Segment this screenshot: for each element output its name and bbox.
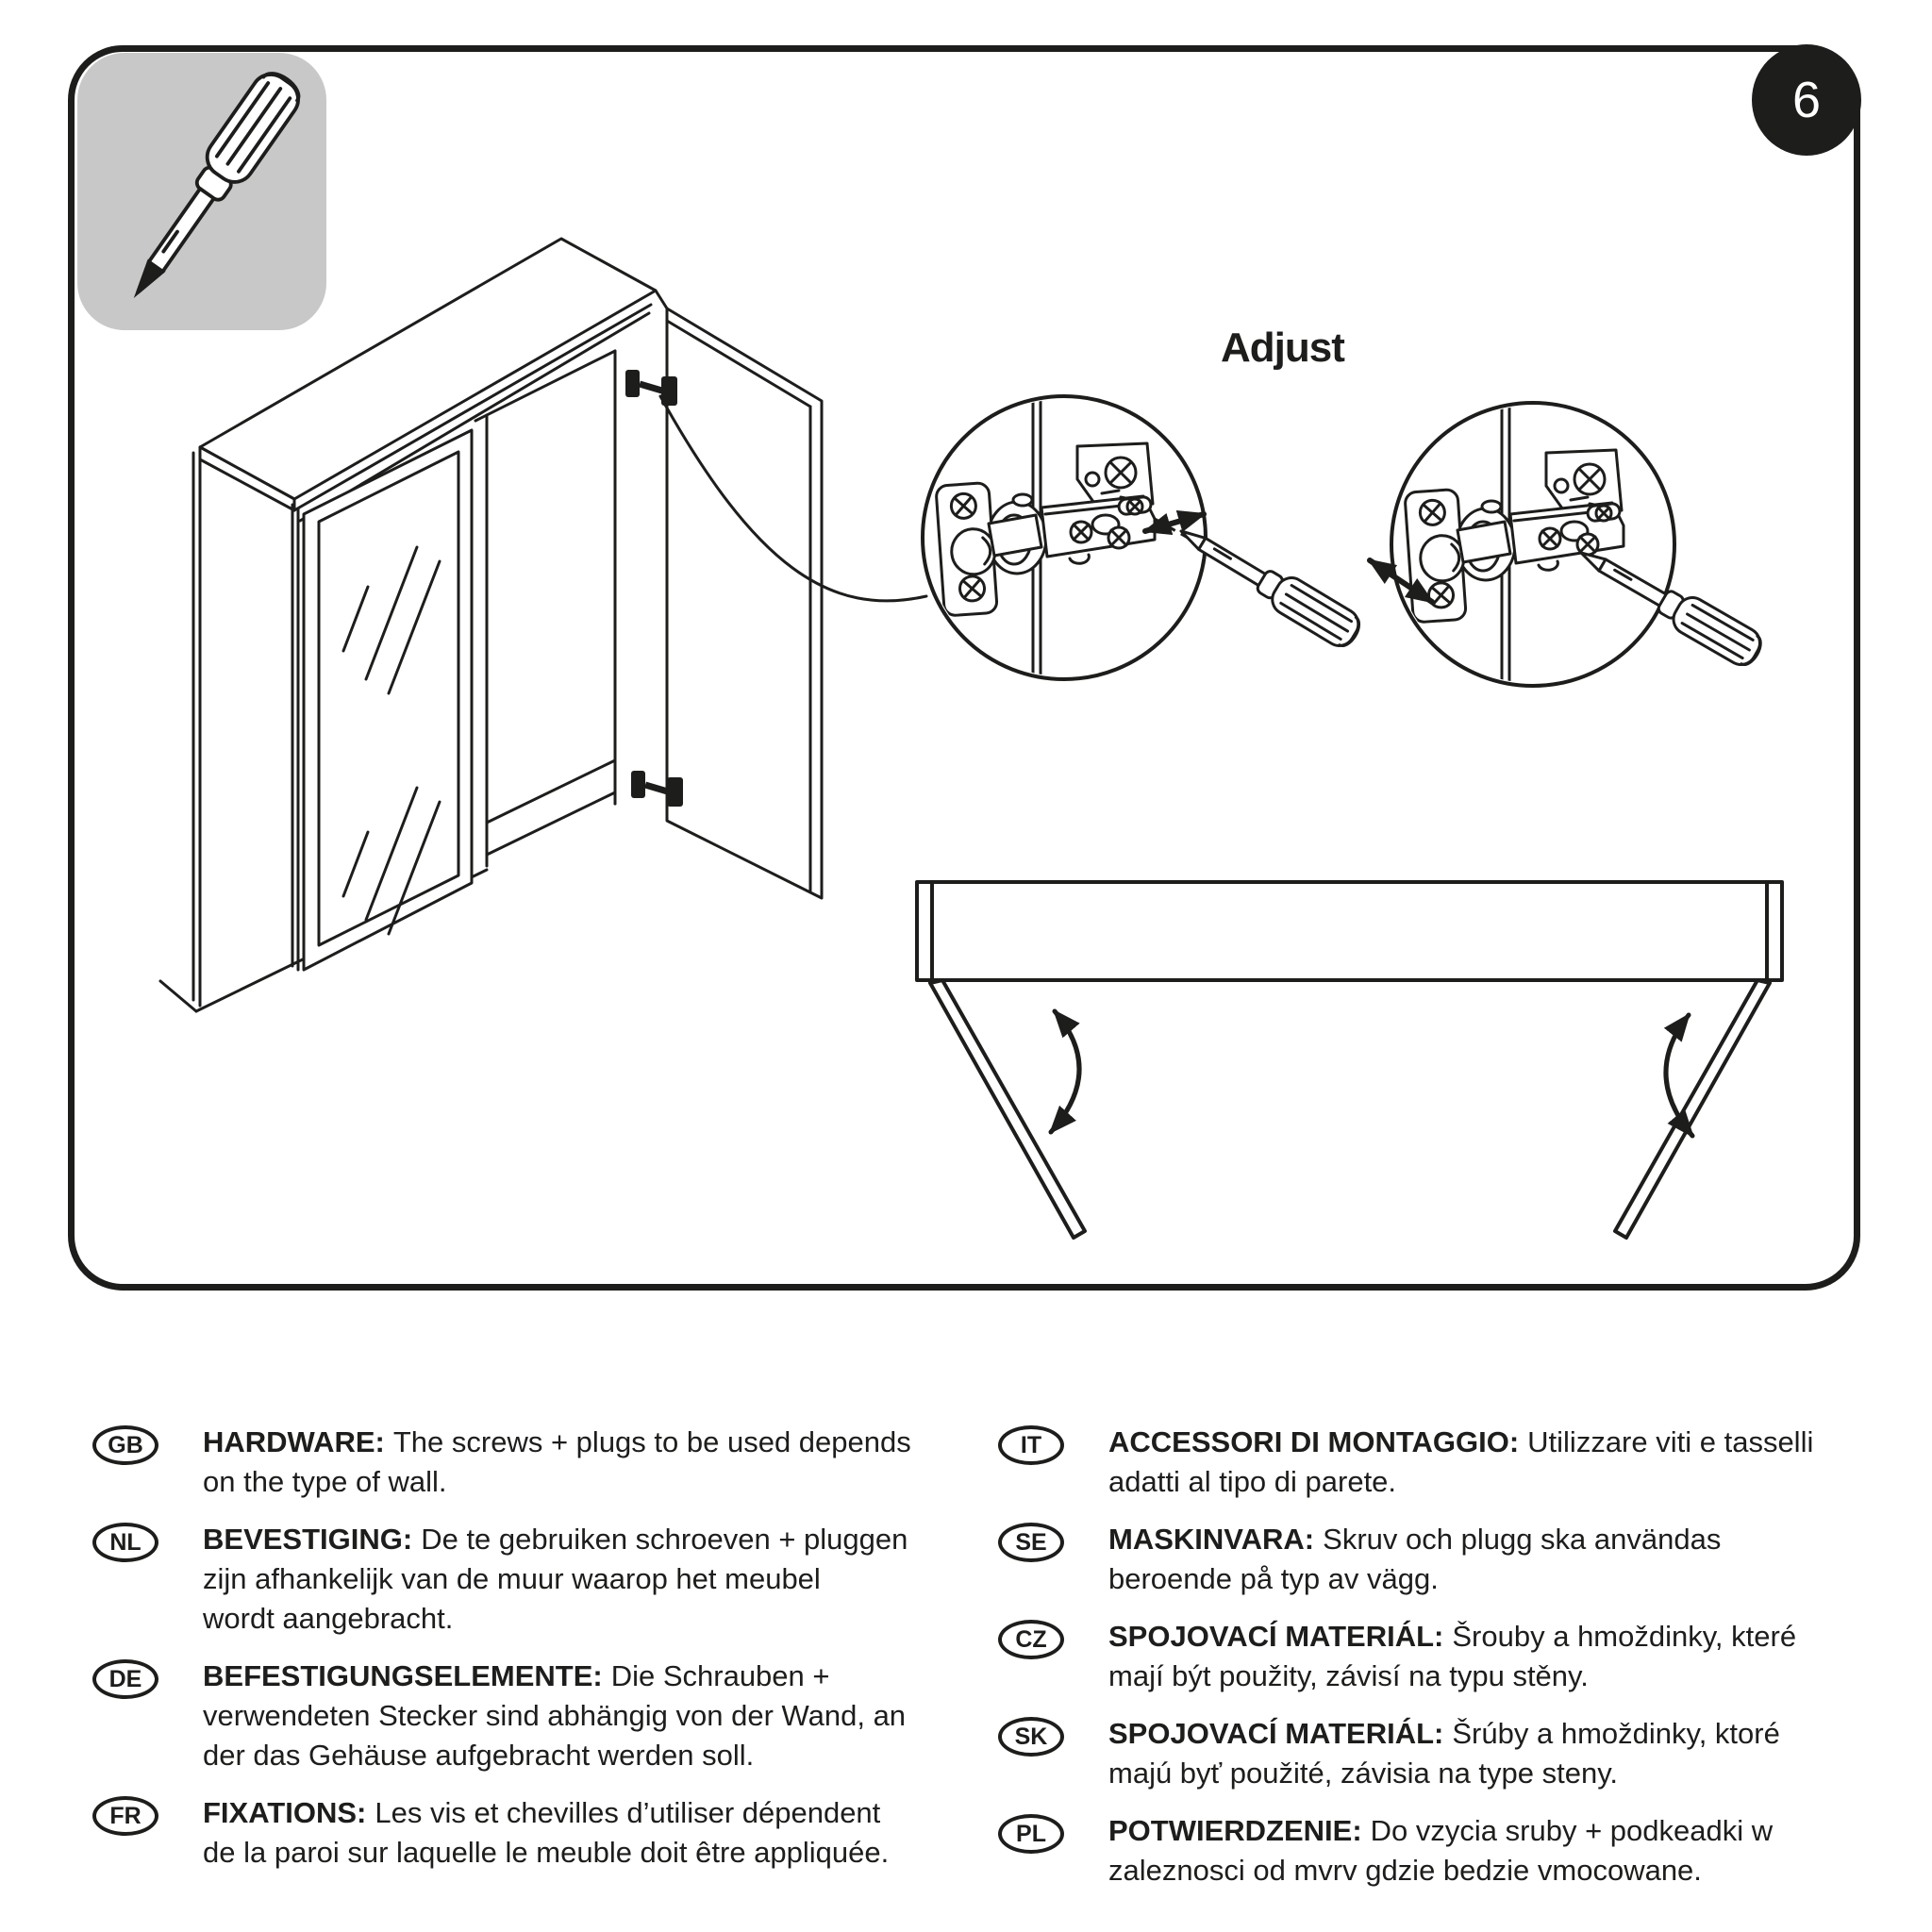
- language-body: HARDWARE:The screws + plugs to be used d…: [203, 1423, 911, 1502]
- language-code: IT: [1020, 1432, 1042, 1458]
- language-badge: IT: [998, 1425, 1064, 1465]
- language-text: De te gebruiken schroeven + pluggen zijn…: [203, 1523, 908, 1635]
- language-body: ACCESSORI DI MONTAGGIO:Utilizzare viti e…: [1108, 1423, 1813, 1502]
- language-text: Do vzycia sruby + podkeadki w zaleznosci…: [1108, 1814, 1774, 1887]
- language-label: BEVESTIGING:: [203, 1523, 413, 1556]
- language-label: FIXATIONS:: [203, 1796, 367, 1829]
- language-row-fr: FR FIXATIONS:Les vis et chevilles d’util…: [92, 1793, 923, 1873]
- language-label: ACCESSORI DI MONTAGGIO:: [1108, 1425, 1520, 1458]
- language-body: FIXATIONS:Les vis et chevilles d’utilise…: [203, 1793, 889, 1873]
- language-body: SPOJOVACÍ MATERIÁL:Šrúby a hmoždinky, kt…: [1108, 1714, 1780, 1793]
- language-row-se: SE MASKINVARA:Skruv och plugg ska använd…: [998, 1520, 1885, 1599]
- language-text: Skruv och plugg ska användas beroende på…: [1108, 1523, 1722, 1595]
- language-badge: SE: [998, 1523, 1064, 1562]
- language-row-de: DE BEFESTIGUNGSELEMENTE:Die Schrauben + …: [92, 1657, 923, 1775]
- step-number: 6: [1791, 72, 1822, 128]
- language-badge: FR: [92, 1796, 158, 1836]
- language-badge: SK: [998, 1717, 1064, 1757]
- language-label: SPOJOVACÍ MATERIÁL:: [1108, 1620, 1444, 1653]
- language-body: POTWIERDZENIE:Do vzycia sruby + podkeadk…: [1108, 1811, 1773, 1890]
- language-body: BEVESTIGING:De te gebruiken schroeven + …: [203, 1520, 908, 1639]
- language-body: MASKINVARA:Skruv och plugg ska användas …: [1108, 1520, 1721, 1599]
- language-body: SPOJOVACÍ MATERIÁL:Šrouby a hmoždinky, k…: [1108, 1617, 1796, 1696]
- language-code: SE: [1015, 1529, 1047, 1556]
- language-text: The screws + plugs to be used depends on…: [203, 1425, 911, 1498]
- language-code: PL: [1016, 1821, 1046, 1847]
- language-label: MASKINVARA:: [1108, 1523, 1315, 1556]
- language-badge: CZ: [998, 1620, 1064, 1659]
- language-row-sk: SK SPOJOVACÍ MATERIÁL:Šrúby a hmoždinky,…: [998, 1714, 1885, 1793]
- language-code: FR: [109, 1803, 142, 1829]
- required-tool-tile: [77, 53, 326, 330]
- language-row-nl: NL BEVESTIGING:De te gebruiken schroeven…: [92, 1520, 923, 1639]
- language-label: SPOJOVACÍ MATERIÁL:: [1108, 1717, 1444, 1750]
- language-badge: PL: [998, 1814, 1064, 1854]
- legend-column-right: IT ACCESSORI DI MONTAGGIO:Utilizzare vit…: [998, 1423, 1885, 1908]
- language-label: POTWIERDZENIE:: [1108, 1814, 1362, 1847]
- legend-column-left: GB HARDWARE:The screws + plugs to be use…: [92, 1423, 923, 1890]
- instruction-panel: [68, 45, 1860, 1291]
- language-text: Die Schrauben + verwendeten Stecker sind…: [203, 1659, 907, 1772]
- language-text: Utilizzare viti e tasselli adatti al tip…: [1108, 1425, 1814, 1498]
- step-number-badge: 6: [1752, 44, 1861, 156]
- language-row-cz: CZ SPOJOVACÍ MATERIÁL:Šrouby a hmoždinky…: [998, 1617, 1885, 1696]
- language-code: SK: [1014, 1724, 1048, 1750]
- language-text: Šrúby a hmoždinky, ktoré majú byť použit…: [1108, 1717, 1780, 1790]
- language-code: DE: [108, 1666, 142, 1692]
- language-row-pl: PL POTWIERDZENIE:Do vzycia sruby + podke…: [998, 1811, 1885, 1890]
- language-code: NL: [109, 1529, 142, 1556]
- language-code: CZ: [1015, 1626, 1047, 1653]
- language-row-gb: GB HARDWARE:The screws + plugs to be use…: [92, 1423, 923, 1502]
- language-badge: NL: [92, 1523, 158, 1562]
- language-text: Les vis et chevilles d’utiliser dépenden…: [203, 1796, 890, 1869]
- language-badge: DE: [92, 1659, 158, 1699]
- language-badge: GB: [92, 1425, 158, 1465]
- adjust-label: Adjust: [1221, 325, 1345, 371]
- language-label: BEFESTIGUNGSELEMENTE:: [203, 1659, 603, 1692]
- language-body: BEFESTIGUNGSELEMENTE:Die Schrauben + ver…: [203, 1657, 906, 1775]
- language-code: GB: [108, 1432, 143, 1458]
- language-row-it: IT ACCESSORI DI MONTAGGIO:Utilizzare vit…: [998, 1423, 1885, 1502]
- language-label: HARDWARE:: [203, 1425, 385, 1458]
- language-text: Šrouby a hmoždinky, které mají být použi…: [1108, 1620, 1797, 1692]
